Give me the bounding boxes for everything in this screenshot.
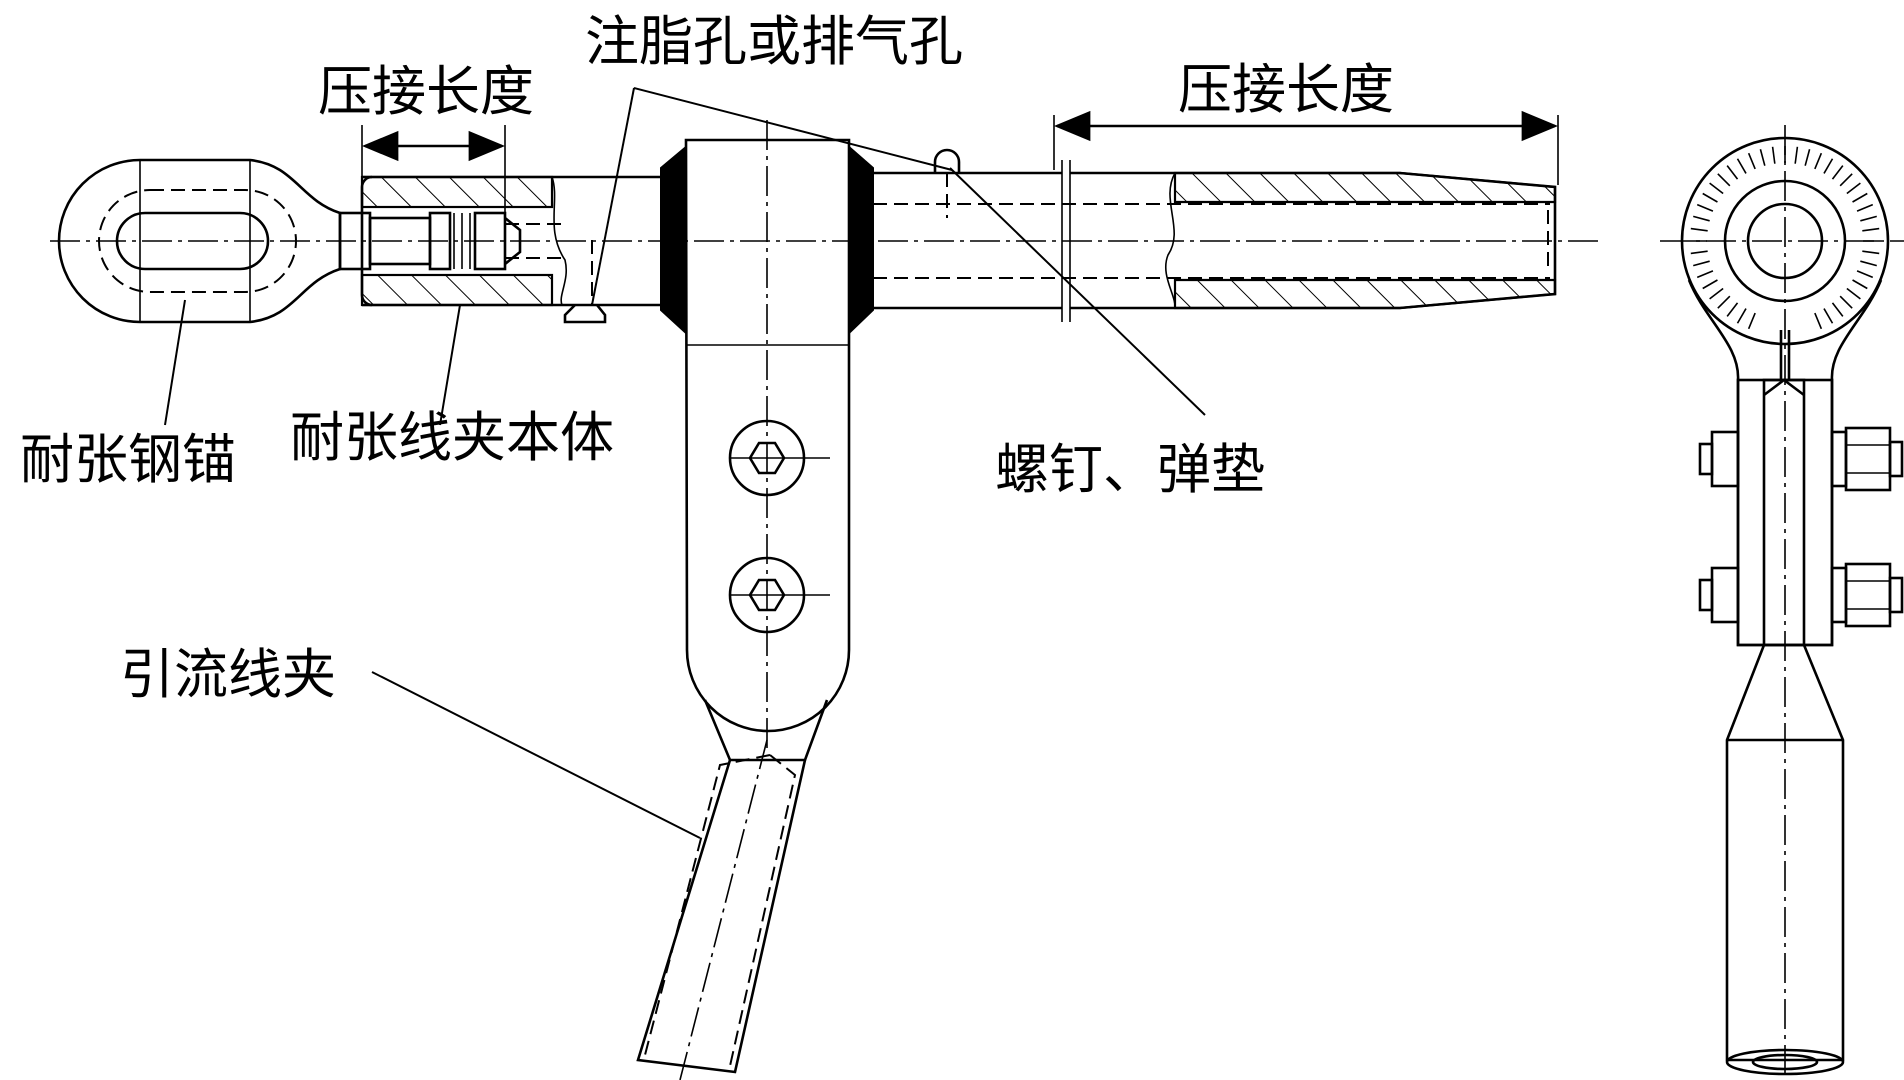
jumper-clamp-barrel	[636, 699, 829, 1080]
knurl-tick	[1804, 149, 1811, 166]
knurl-tick	[1839, 173, 1853, 187]
knurl-tick	[1839, 295, 1853, 309]
knurl-tick	[1726, 302, 1739, 317]
steel-anchor	[57, 158, 565, 324]
leader-grease-hole	[591, 87, 635, 306]
knurl-tick	[1717, 295, 1731, 309]
knurl-tick	[1690, 227, 1708, 232]
knurl-tick	[1717, 173, 1731, 187]
label-crimp-length-left: 压接长度	[318, 60, 534, 123]
label-tension-steel-anchor: 耐张钢锚	[20, 428, 236, 491]
knurl-tick	[1831, 302, 1844, 317]
knurl-tick	[1696, 270, 1714, 279]
leader-steel-anchor	[164, 299, 186, 426]
bolt-upper	[728, 120, 830, 750]
knurl-tick	[1860, 215, 1877, 222]
knurl-tick	[1814, 152, 1823, 170]
knurl-tick	[1702, 192, 1718, 203]
side-eye-outer	[1680, 136, 1890, 346]
leader-lines	[164, 87, 1206, 839]
knurl-tick	[1736, 158, 1747, 174]
side-bolt-lower	[1698, 562, 1904, 628]
knurl-tick	[1856, 270, 1874, 279]
knurl-tick	[1747, 152, 1756, 170]
knurl-tick	[1736, 308, 1747, 324]
label-jumper-clamp: 引流线夹	[120, 643, 336, 706]
knurl-tick	[1709, 182, 1724, 195]
front-view	[50, 87, 1600, 1080]
knurl-tick	[1862, 227, 1880, 232]
knurl-tick	[1823, 158, 1834, 174]
knurl-tick	[1860, 260, 1877, 267]
knurl-tick	[1702, 279, 1718, 290]
leader-grease-hole-2	[633, 87, 953, 171]
leader-screw	[949, 167, 1206, 416]
leader-clamp-body	[439, 304, 461, 426]
side-eye-knurling	[1690, 146, 1880, 330]
leader-jumper-clamp	[371, 671, 701, 839]
knurl-tick	[1693, 215, 1710, 222]
label-tension-clamp-body: 耐张线夹本体	[290, 406, 614, 469]
knurl-tick	[1747, 312, 1756, 330]
knurl-tick	[1852, 192, 1868, 203]
bolt-lower	[728, 556, 830, 634]
label-screw-spring-washer: 螺钉、弹垫	[995, 438, 1265, 501]
dimension-right	[1053, 110, 1559, 185]
dimension-left	[361, 125, 506, 213]
knurl-tick	[1831, 165, 1844, 180]
label-crimp-length-right: 压接长度	[1178, 58, 1394, 121]
knurl-tick	[1771, 146, 1776, 164]
labels: 压接长度 压接长度 注脂孔或排气孔 耐张钢锚 耐张线夹本体 螺钉、弹垫 引流线夹	[20, 10, 1394, 706]
central-block	[660, 138, 874, 733]
tension-body-left	[360, 175, 670, 324]
side-bolt-upper	[1698, 426, 1904, 492]
knurl-tick	[1862, 250, 1880, 255]
label-grease-or-vent-hole: 注脂孔或排气孔	[585, 10, 963, 73]
tension-body-right	[873, 148, 1557, 322]
knurl-tick	[1856, 203, 1874, 212]
knurl-tick	[1693, 260, 1710, 267]
knurl-tick	[1696, 203, 1714, 212]
knurl-tick	[1690, 250, 1708, 255]
knurl-tick	[1852, 279, 1868, 290]
knurl-tick	[1794, 146, 1799, 164]
knurl-tick	[1823, 308, 1834, 324]
knurl-tick	[1709, 287, 1724, 300]
knurl-tick	[1814, 312, 1823, 330]
knurl-tick	[1846, 182, 1861, 195]
knurl-tick	[1726, 165, 1739, 180]
side-view	[1660, 125, 1904, 1076]
knurl-tick	[1759, 149, 1766, 166]
knurl-tick	[1846, 287, 1861, 300]
